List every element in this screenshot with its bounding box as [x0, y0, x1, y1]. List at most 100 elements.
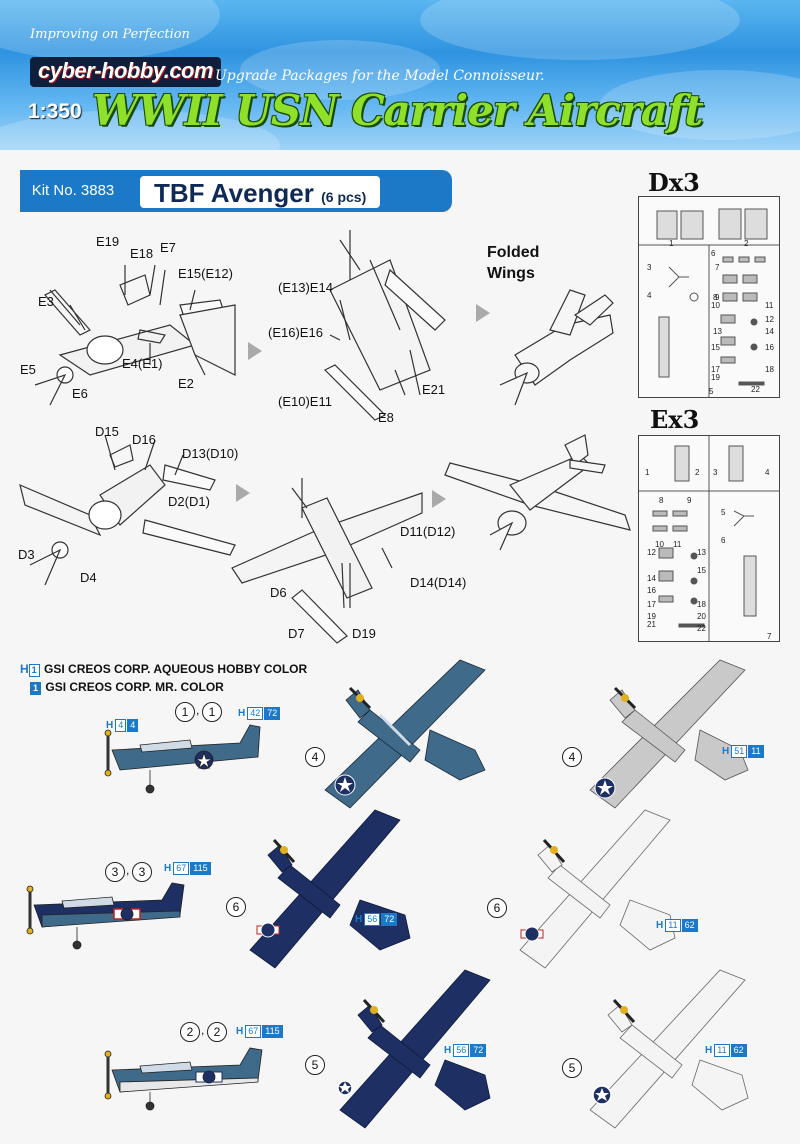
runner-d-title: Dx3 [648, 168, 700, 197]
runner-part-number: 5 [709, 387, 714, 396]
folded-assembly-step2 [323, 230, 446, 421]
part-e11: (E10)E11 [278, 394, 332, 409]
part-d11: D11(D12) [400, 524, 456, 539]
runner-part-number: 14 [765, 327, 774, 336]
runner-part-number: 17 [647, 600, 656, 609]
part-d13: D13(D10) [182, 446, 239, 461]
part-d3: D3 [18, 547, 35, 562]
runner-part-number: 18 [697, 600, 706, 609]
profile-side-3 [26, 882, 185, 950]
step-arrow [236, 484, 250, 502]
runner-part-number: 22 [751, 385, 760, 394]
marking-2b: 2 [207, 1022, 227, 1042]
legend-m-box: 1 [30, 682, 42, 695]
brand-logo: cyber-hobby.com [30, 57, 222, 87]
runner-part-number: 16 [765, 343, 774, 352]
part-d4: D4 [80, 570, 97, 585]
part-d14: D14(D14) [410, 575, 467, 590]
marking-1a: 1 [175, 702, 195, 722]
part-d6: D6 [270, 585, 287, 600]
marking-5a: 5 [305, 1055, 325, 1075]
marking-6b: 6 [487, 898, 507, 918]
topview-5-navy [337, 969, 491, 1129]
runner-part-number: 1 [669, 239, 674, 248]
part-e15: E15(E12) [178, 266, 233, 281]
part-d16: D16 [132, 432, 156, 447]
part-e8: E8 [378, 410, 394, 425]
part-e6: E6 [72, 386, 88, 401]
runner-part-number: 11 [765, 301, 774, 310]
legend-aqueous-text: GSI CREOS CORP. AQUEOUS HOBBY COLOR [44, 662, 308, 676]
runner-part-number: 10 [711, 301, 720, 310]
scale-label: 1:350 [28, 100, 82, 123]
runner-part-number: 6 [711, 249, 716, 258]
marking-3a: 3 [105, 862, 125, 882]
kit-name-box: TBF Avenger (6 pcs) [140, 176, 381, 208]
step-arrow [432, 490, 446, 508]
runner-part-number: 17 [711, 365, 720, 374]
extended-aircraft-result [444, 434, 631, 551]
runner-part-number: 1 [645, 468, 650, 477]
part-e16: (E16)E16 [268, 325, 323, 340]
part-e4: E4(E1) [122, 356, 163, 371]
profile-side-1 [104, 724, 261, 794]
marking-4b: 4 [562, 747, 582, 767]
part-d2: D2(D1) [168, 494, 210, 509]
profile-side-2 [104, 1047, 263, 1111]
runner-part-number: 12 [647, 548, 656, 557]
part-e14: (E13)E14 [278, 280, 333, 295]
runner-part-number: 13 [713, 327, 722, 336]
part-e3: E3 [38, 294, 54, 309]
runner-part-number: 19 [711, 373, 720, 382]
step-arrow [248, 342, 262, 360]
runner-part-number: 7 [767, 632, 772, 641]
kit-number: Kit No. 3883 [31, 182, 115, 199]
runner-part-number: 6 [721, 536, 726, 545]
topview-6-white [519, 809, 676, 969]
header-banner [0, 0, 800, 150]
runner-part-number: 4 [647, 291, 652, 300]
runner-e-parts [639, 436, 779, 641]
runner-d-parts [639, 208, 779, 397]
runner-part-number: 13 [697, 548, 706, 557]
legend-h-box: 1 [28, 664, 40, 677]
part-e7: E7 [160, 240, 176, 255]
runner-part-number: 2 [695, 468, 700, 477]
runner-part-number: 11 [673, 540, 682, 549]
folded-assembly-step1 [34, 264, 236, 406]
part-d15: D15 [95, 424, 119, 439]
runner-part-number: 8 [713, 293, 718, 302]
topview-5-white [589, 969, 749, 1129]
runner-part-number: 2 [744, 239, 749, 248]
runner-part-number: 22 [697, 624, 706, 633]
kit-name: TBF Avenger [154, 178, 314, 208]
legend-mrcolor: 1 GSI CREOS CORP. MR. COLOR [30, 680, 224, 695]
tagline-top: Improving on Perfection [30, 27, 190, 42]
part-d19: D19 [352, 626, 376, 641]
marking-2a: 2 [180, 1022, 200, 1042]
part-e2: E2 [178, 376, 194, 391]
marking-5b: 5 [562, 1058, 582, 1078]
series-title: WWII USN Carrier Aircraft [92, 86, 704, 135]
runner-part-number: 19 [647, 612, 656, 621]
part-e21: E21 [422, 382, 446, 397]
kit-count: (6 pcs) [321, 189, 367, 205]
extended-assembly-step1 [19, 434, 236, 586]
part-e19: E19 [96, 234, 120, 249]
runner-part-number: 12 [765, 315, 774, 324]
part-e5: E5 [20, 362, 36, 377]
runner-part-number: 16 [647, 586, 656, 595]
legend-h-marker: H [20, 662, 29, 676]
marking-4a: 4 [305, 747, 325, 767]
marking-6a: 6 [226, 897, 246, 917]
runner-part-number: 5 [721, 508, 726, 517]
runner-part-number: 21 [647, 620, 656, 629]
